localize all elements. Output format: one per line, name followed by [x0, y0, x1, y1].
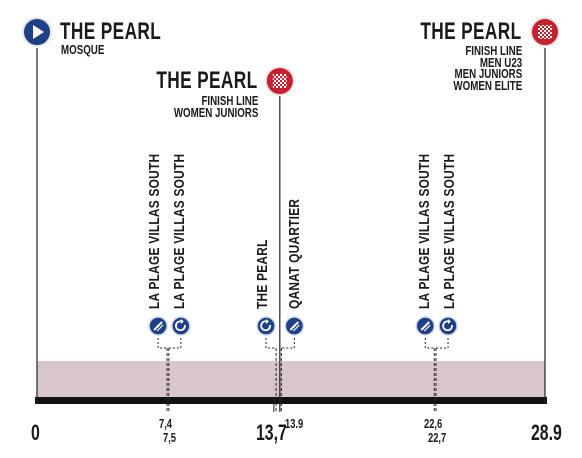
sprint-stroke [420, 321, 430, 331]
waypoint-connector [436, 338, 449, 349]
start-details: MOSQUE [61, 43, 105, 57]
end-finish-line: WOMEN ELITE [453, 78, 522, 93]
km-label-end-finish: 28.9 [531, 420, 562, 445]
mid-finish-line: FINISH LINE [201, 94, 258, 108]
end-finish-line: MEN JUNIORS [454, 67, 522, 81]
turnaround-icon [171, 316, 191, 336]
waypoint-connector [424, 338, 435, 349]
end-finish-title: THE PEARL [420, 18, 522, 45]
turnaround-icon [438, 316, 458, 336]
km-label-waypoint: 22,7 [428, 430, 447, 445]
km-label-mid-finish: 13,7 [256, 420, 287, 445]
km-label-waypoint: 7,5 [163, 430, 177, 445]
play-icon [33, 25, 44, 39]
start-detail-line: MOSQUE [61, 43, 105, 57]
end-finish-details: FINISH LINE MEN U23 MEN JUNIORS WOMEN EL… [453, 44, 522, 93]
waypoint-connector [281, 338, 295, 349]
sprint-stroke [289, 321, 300, 331]
turnaround-arrow [260, 320, 271, 332]
waypoint-label: LA PLAGE VILLAS SOUTH [172, 153, 188, 309]
waypoint-connector [168, 338, 182, 349]
start-title: THE PEARL [60, 18, 162, 45]
turnaround-arrowhead [266, 319, 270, 324]
sprint-stroke [423, 324, 431, 332]
sprint-stroke [292, 324, 300, 332]
checkered-flag-icon [272, 74, 287, 88]
waypoint-label: LA PLAGE VILLAS SOUTH [442, 153, 458, 309]
turnaround-icon [256, 316, 276, 336]
turnaround-arrow [175, 320, 186, 332]
baseline-bar [35, 397, 547, 404]
turnaround-arrowhead [180, 319, 184, 324]
turnaround-arrowhead [448, 319, 452, 324]
waypoint-label: THE PEARL [255, 239, 271, 309]
mid-finish-details: FINISH LINE WOMEN JUNIORS [173, 94, 258, 120]
waypoint-label: LA PLAGE VILLAS SOUTH [417, 153, 433, 309]
mid-finish-title: THE PEARL [156, 67, 258, 94]
km-label-start: 0 [31, 420, 40, 445]
km-label-waypoint: 22,6 [424, 416, 443, 431]
km-label-waypoint: 13.9 [285, 416, 304, 431]
elevation-area [37, 361, 545, 399]
end-finish-line: FINISH LINE [465, 44, 522, 58]
sprint-stroke [156, 324, 164, 332]
checkered-flag-icon [538, 25, 552, 39]
waypoint-connector [265, 338, 277, 349]
waypoint-label: LA PLAGE VILLAS SOUTH [147, 153, 163, 309]
turnaround-arrow [442, 320, 453, 332]
end-finish-line: MEN U23 [479, 55, 522, 70]
mid-finish-line: WOMEN JUNIORS [173, 105, 258, 120]
km-label-waypoint: 7,4 [159, 416, 173, 431]
waypoint-label: QANAT QUARTIER [287, 198, 303, 309]
waypoint-connector [157, 338, 168, 349]
sprint-stroke [153, 321, 163, 331]
